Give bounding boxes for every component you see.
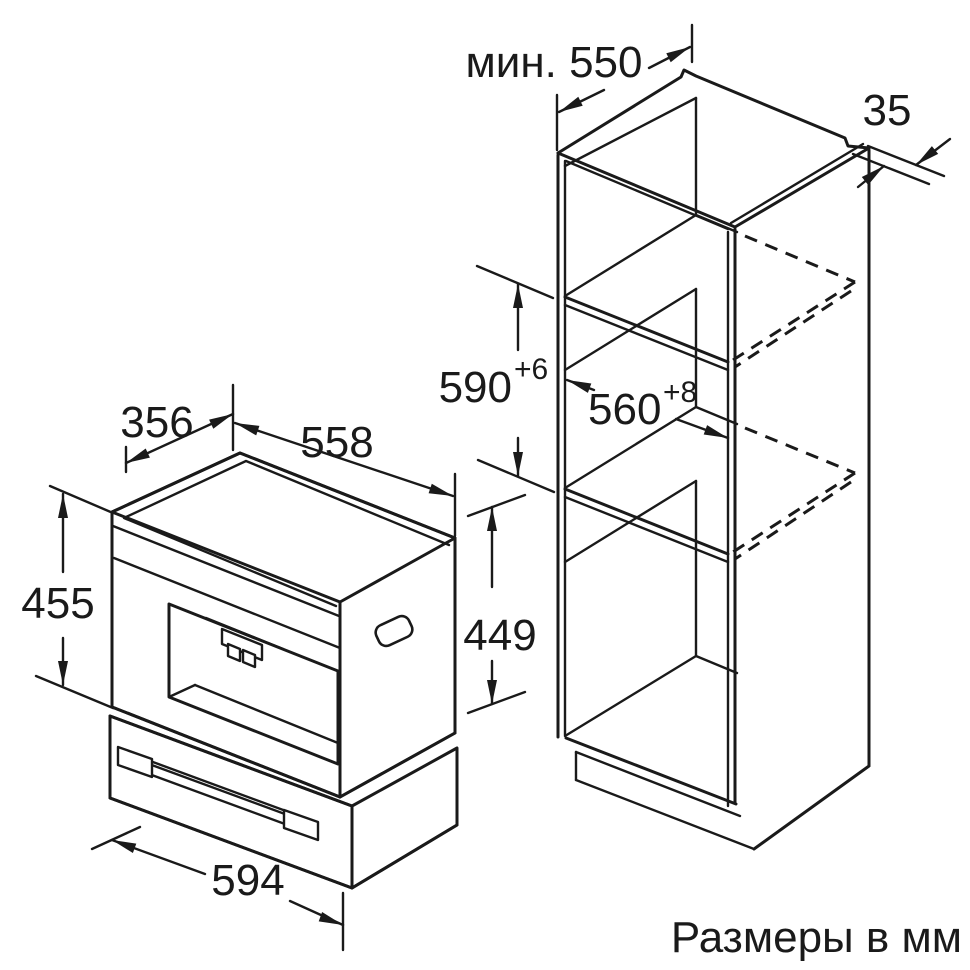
dimension-min-550: мин. 550 xyxy=(466,23,694,152)
dim-label-560-tolerance: +8 xyxy=(663,376,697,409)
extension-line xyxy=(466,493,527,518)
shelf-lower-hidden-edges xyxy=(732,426,856,561)
dimension-455: 455 xyxy=(21,484,115,710)
cabinet-drawing xyxy=(556,68,871,851)
extension-line xyxy=(90,825,142,851)
extension-line xyxy=(466,690,527,715)
side-grip-cutout xyxy=(374,614,414,648)
appliance-top-inner-line xyxy=(122,459,451,608)
shelf-lower-front-edge xyxy=(563,487,730,556)
dimension-35: 35 xyxy=(851,86,952,189)
dim-label-35: 35 xyxy=(863,86,912,135)
dimension-560: 560 +8 xyxy=(565,376,730,440)
appliance-front-bottom-edge xyxy=(110,705,342,799)
extension-line xyxy=(476,458,556,494)
dim-label-449: 449 xyxy=(463,611,536,660)
dispenser-niche xyxy=(167,602,340,766)
shelf-upper-hidden-edges xyxy=(732,234,856,369)
dimension-356: 356 xyxy=(120,383,235,474)
compartment-bottom-interior xyxy=(563,479,739,738)
units-label: Размеры в мм xyxy=(671,913,962,962)
extension-line xyxy=(475,264,555,300)
compartment-top-interior xyxy=(563,96,739,298)
dimension-558: 558 xyxy=(233,418,457,538)
appliance-drawing xyxy=(108,451,459,890)
shelf-lower-front-edge-lower xyxy=(563,495,730,564)
cabinet-top-back-edges xyxy=(556,68,871,155)
cabinet-top-front-edge xyxy=(556,151,737,229)
shelf-upper-front-edge-lower xyxy=(563,303,730,372)
appliance-side-bottom-edge xyxy=(338,731,457,799)
extension-line xyxy=(48,484,115,515)
cabinet-top-right-edge xyxy=(733,146,871,229)
cabinet-base xyxy=(564,736,871,851)
appliance-top-face xyxy=(110,451,457,604)
extension-line xyxy=(851,152,931,186)
appliance-front-chamfer xyxy=(111,524,341,618)
dim-label-356: 356 xyxy=(120,398,193,447)
dim-label-558: 558 xyxy=(300,418,373,467)
drawer-drawing xyxy=(108,714,459,890)
appliance-control-band xyxy=(112,556,342,650)
dim-label-min-550: мин. 550 xyxy=(466,38,643,87)
dimension-449: 449 xyxy=(463,493,537,715)
coffee-spout-icon xyxy=(220,627,264,669)
dim-label-455: 455 xyxy=(21,579,94,628)
dimension-594: 594 xyxy=(90,825,345,952)
dimension-590: 590 +6 xyxy=(439,264,556,494)
dim-label-590: 590 xyxy=(439,363,512,412)
dim-label-594: 594 xyxy=(211,856,284,905)
compartment-niche-interior xyxy=(563,287,739,490)
dim-label-590-tolerance: +6 xyxy=(514,353,548,386)
drawer-handle xyxy=(116,745,320,842)
extension-line xyxy=(866,144,946,178)
dim-label-560: 560 xyxy=(588,385,661,434)
shelf-upper-front-edge xyxy=(563,295,730,364)
cabinet-top-right-inner-edge xyxy=(729,142,865,225)
extension-line xyxy=(34,674,115,710)
